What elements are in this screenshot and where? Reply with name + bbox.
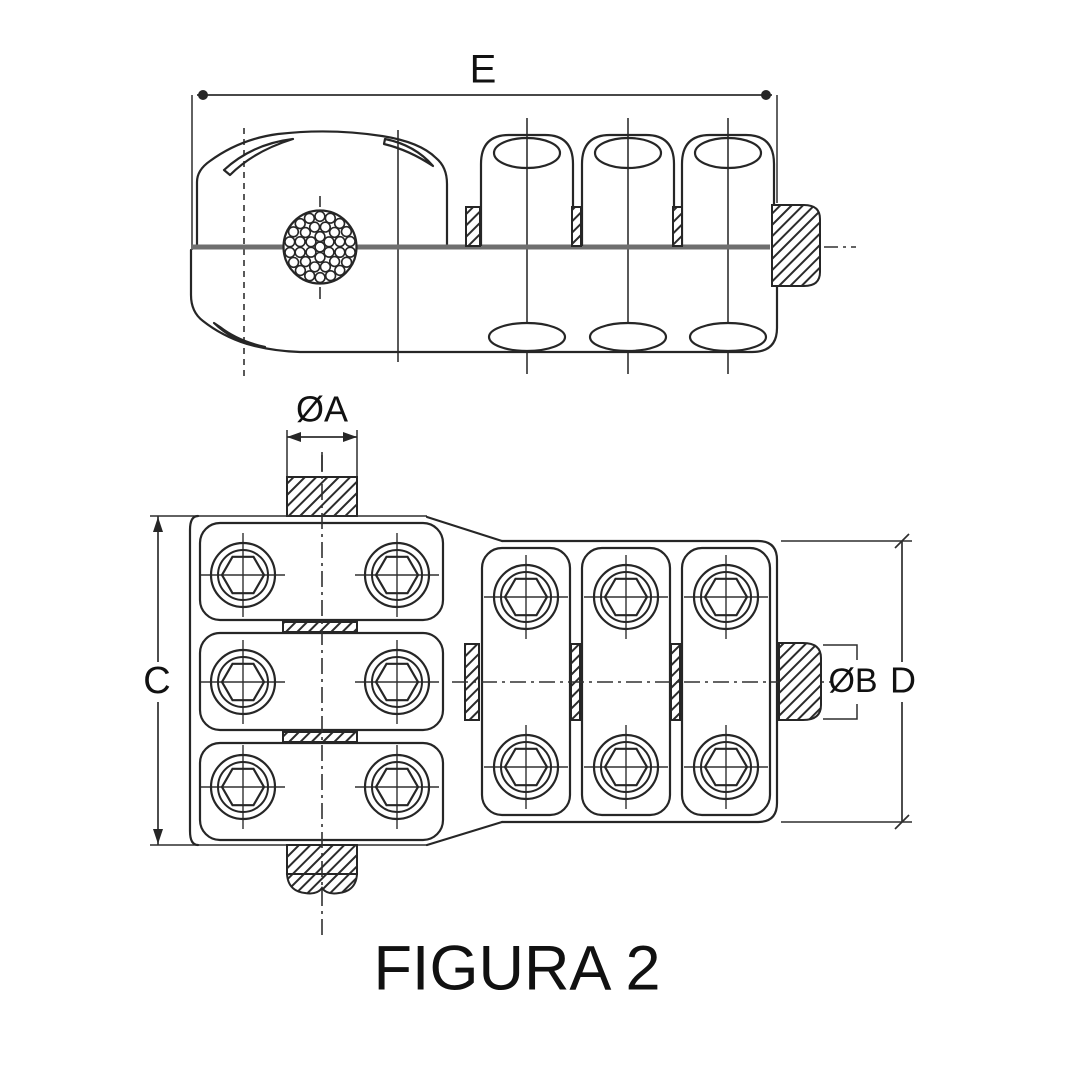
strand-wires [284,210,356,284]
left-clamp-block [188,455,445,938]
dim-label-a: ØA [296,389,348,430]
tap-cable-stub-plan [778,642,822,721]
dimension-e: E [191,48,778,250]
shoulder-crescent-right [382,137,435,168]
dim-label-d: D [890,660,916,701]
upper-jaw-outline [195,130,449,248]
plan-view: ØA C [140,389,920,938]
tap-cable-stub-side [771,204,821,287]
base-feet [487,321,768,353]
cable-between-rows-1 [282,621,358,633]
seam-spacer-tabs [465,206,683,247]
dim-dot-right [761,90,771,100]
dim-label-b: ØB [828,662,877,700]
dim-label-c: C [143,660,170,702]
dimension-d: D [781,533,920,830]
left-block-outer-edge [188,514,200,847]
shoulder-crescent-bottom [212,321,267,349]
body-taper [425,515,504,847]
cable-between-rows-2 [282,731,358,743]
dimension-b: ØB [823,644,878,720]
top-view: E [189,48,856,380]
conductor-cross-section [282,196,358,299]
clamp-column-3 [680,546,772,817]
right-clamp-block [452,539,832,824]
dimension-c: C [140,515,427,846]
shoulder-crescent-left [222,137,295,177]
dim-label-e: E [470,48,497,92]
dim-dot-left [198,90,208,100]
figure-caption: FIGURA 2 [373,934,660,1004]
